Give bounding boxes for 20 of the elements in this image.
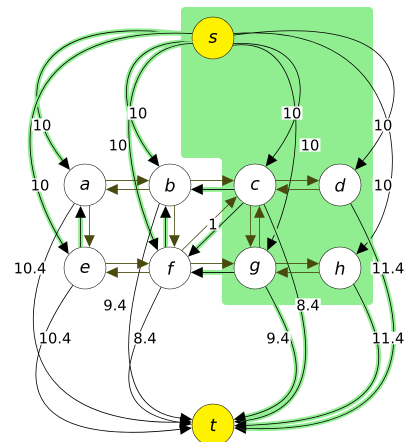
edge-label: 10 <box>300 138 320 152</box>
edge-label: 10 <box>30 178 50 192</box>
edge-label: 11.4 <box>370 262 406 274</box>
edge-label: 8.4 <box>295 298 321 312</box>
edge-label: 9.4 <box>102 298 128 312</box>
arrow <box>34 28 192 170</box>
edge-label: 10.4 <box>38 331 72 345</box>
arrow <box>234 30 394 170</box>
edge-label: 9.4 <box>265 331 291 345</box>
edge-label: 10 <box>108 138 128 152</box>
edge-label: 10 <box>282 106 302 120</box>
edge-label: 1 <box>207 218 219 230</box>
edge-label: 11.4 <box>370 332 406 344</box>
edge-label: 10 <box>372 118 394 132</box>
edge-label: 10 <box>32 118 52 132</box>
edge-label: 10.4 <box>12 261 48 275</box>
arrow <box>233 33 393 254</box>
edge-label: 10 <box>128 106 148 120</box>
edge-label: 10 <box>372 178 394 192</box>
edge-label: 8.4 <box>132 331 158 345</box>
